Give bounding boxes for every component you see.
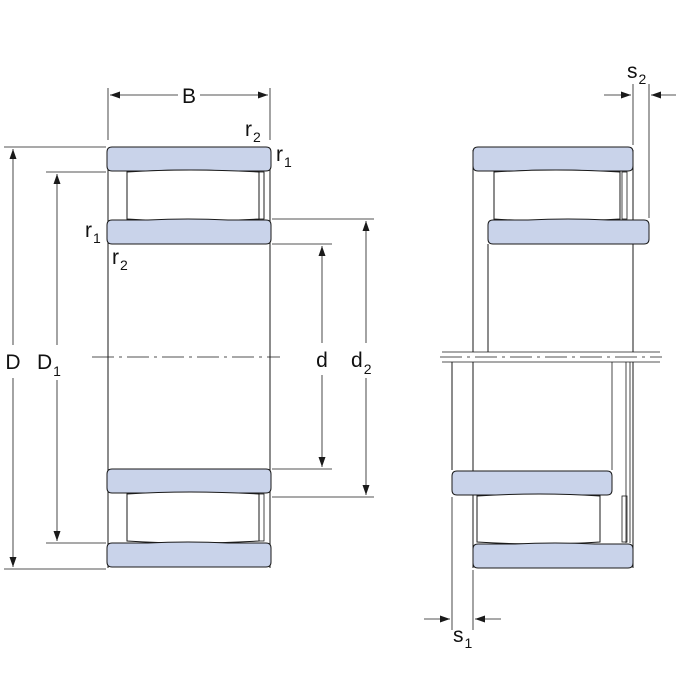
- upper-inner-ring: [106, 218, 272, 245]
- label-D: D: [5, 351, 20, 374]
- right-upper-outer-ring: [472, 146, 634, 172]
- right-upper-roller: [493, 169, 621, 222]
- label-r1-left: r1: [85, 219, 101, 246]
- right-upper-inner-ring: [487, 218, 650, 245]
- lower-outer-ring: [106, 541, 272, 568]
- label-d: d: [316, 349, 328, 372]
- upper-cage: [258, 171, 265, 220]
- right-lower-roller: [476, 493, 601, 545]
- upper-roller: [126, 169, 260, 222]
- label-D1: D1: [37, 351, 61, 379]
- upper-outer-ring: [106, 146, 272, 172]
- right-displacement-view: s2 s1: [424, 60, 676, 651]
- label-s1: s1: [453, 624, 473, 651]
- label-r1-top: r1: [276, 143, 292, 170]
- left-section-view: B D D1 d d2 r2 r1 r1 r2: [4, 85, 374, 570]
- lower-cage: [258, 493, 265, 542]
- lower-inner-ring: [106, 468, 272, 495]
- label-s2: s2: [627, 60, 647, 87]
- label-d2: d2: [351, 349, 372, 377]
- label-r2-top: r2: [245, 118, 261, 145]
- right-lower-inner-ring: [451, 470, 613, 497]
- lower-roller: [126, 491, 260, 544]
- label-r2-left: r2: [112, 246, 128, 273]
- label-B: B: [182, 85, 196, 108]
- right-lower-outer-ring: [472, 542, 634, 569]
